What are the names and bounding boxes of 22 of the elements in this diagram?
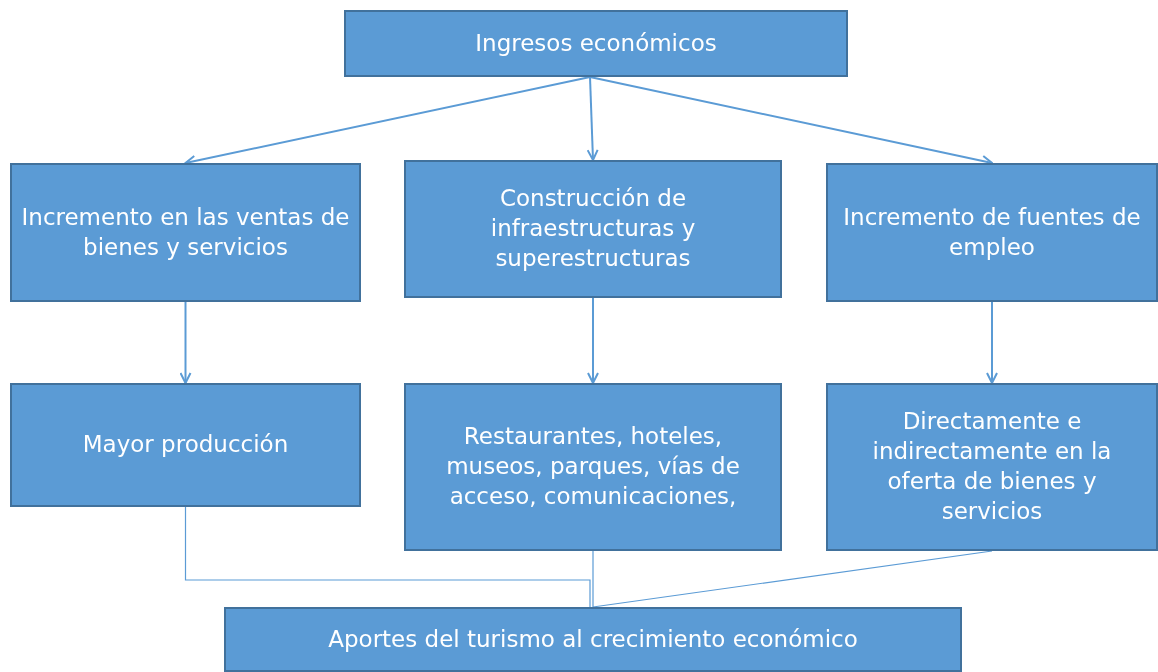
arrow	[179, 301, 192, 384]
arrow	[986, 301, 998, 384]
box-label: Mayor producción	[81, 430, 290, 460]
box-label: Directamente e indirectamente en la oferta de bienes y servicios	[871, 407, 1113, 526]
process-box	[826, 163, 1158, 302]
box-label: Restaurantes, hoteles, museos, parques, vías de acceso, comunicaciones,	[445, 422, 741, 511]
process-box	[10, 383, 361, 507]
process-box	[404, 383, 782, 551]
connector-line	[184, 506, 591, 608]
process-box	[344, 10, 848, 77]
process-box	[826, 383, 1158, 551]
box-label: Ingresos económicos	[474, 28, 718, 58]
box-label: Incremento de fuentes de empleo	[842, 202, 1142, 262]
box-label: Construcción de infraestructuras y superestructuras	[489, 184, 697, 273]
process-box	[224, 607, 962, 672]
box-label: Incremento en las ventas de bienes y servicios	[20, 202, 351, 262]
process-box	[404, 160, 782, 298]
arrow	[587, 297, 599, 384]
process-box	[10, 163, 361, 302]
connector-line	[592, 550, 594, 608]
arrow	[586, 76, 599, 161]
box-label: Aportes del turismo al crecimiento económico	[327, 624, 859, 654]
